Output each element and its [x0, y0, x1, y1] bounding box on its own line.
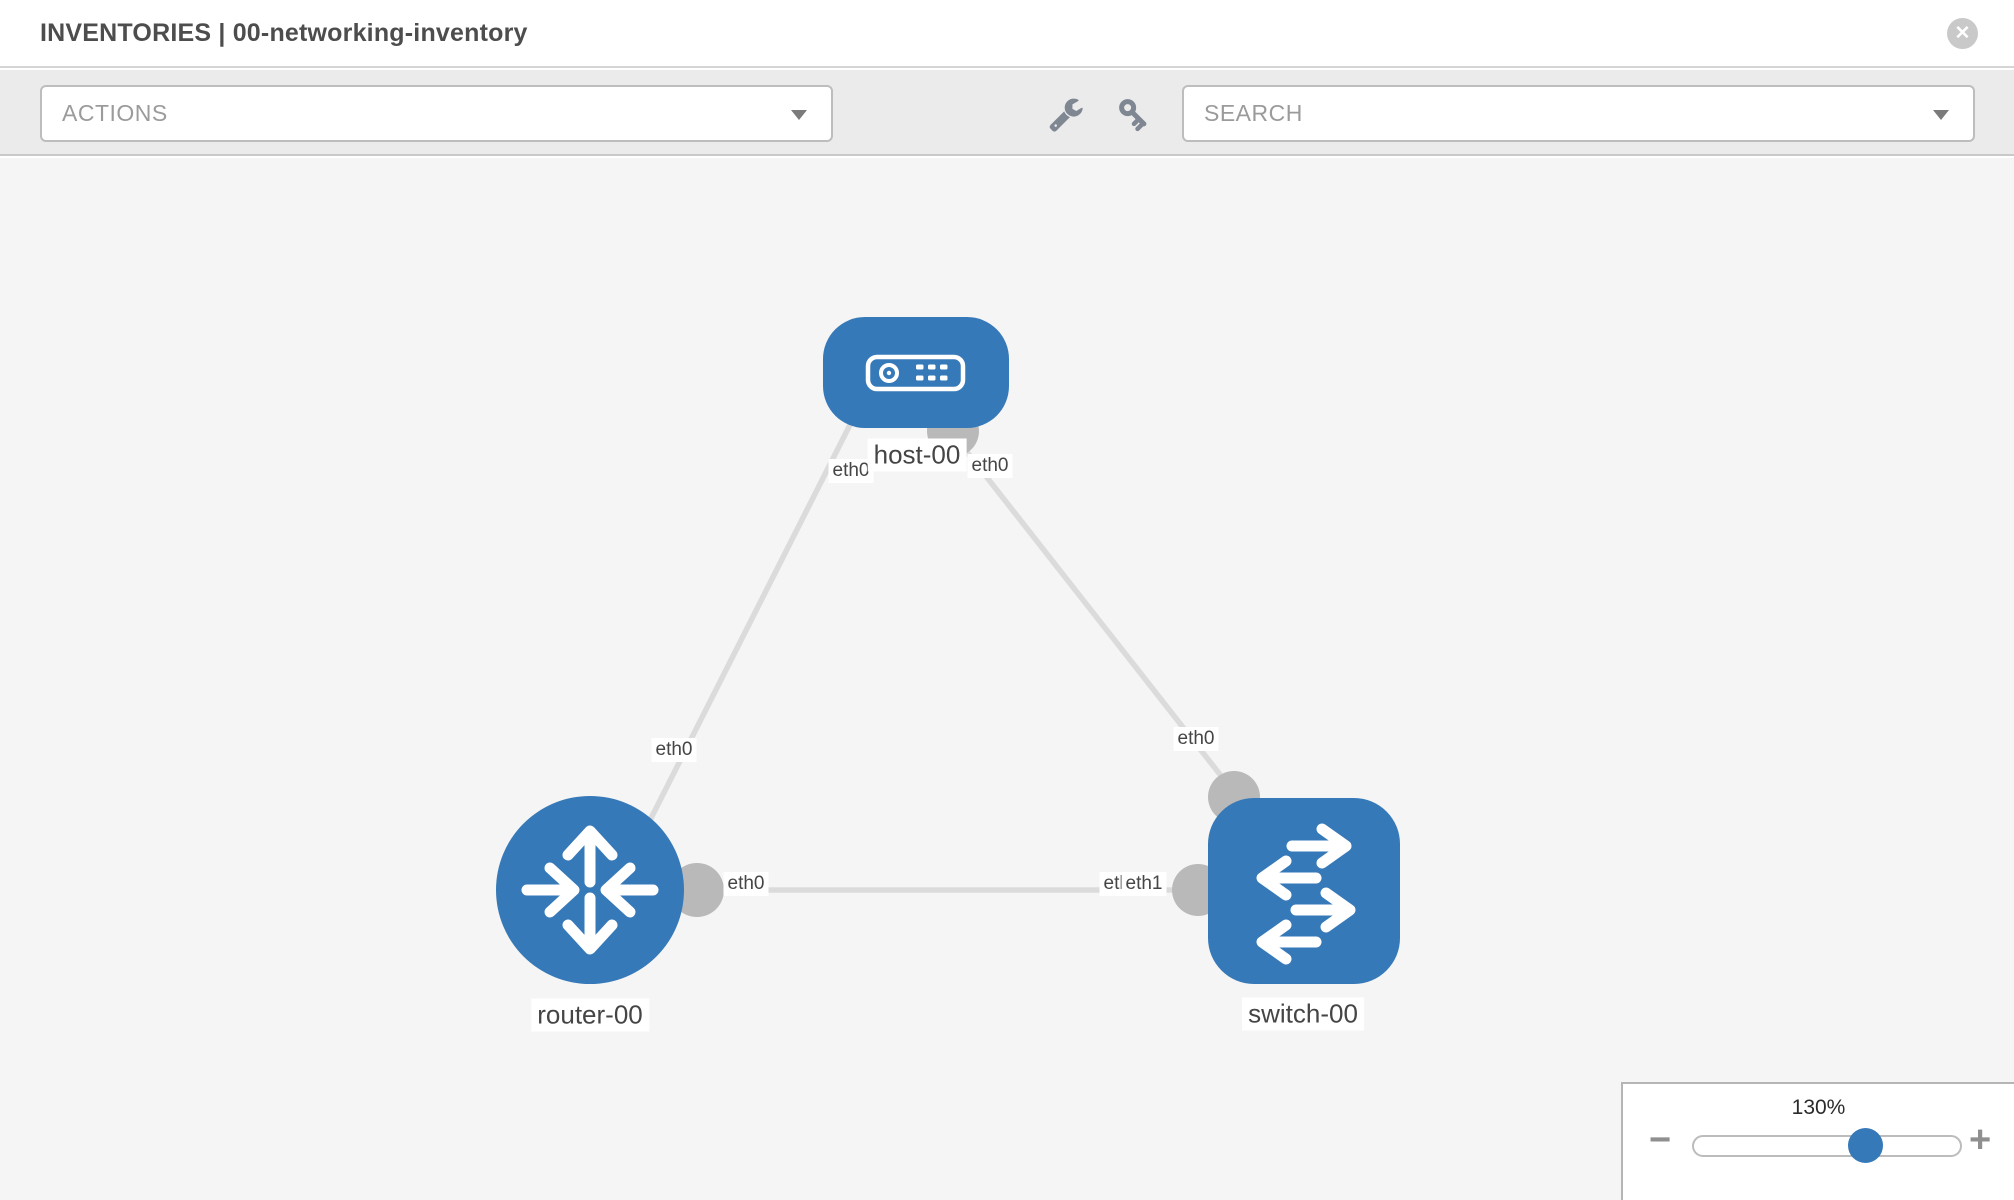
eth-label: eth1 — [1121, 872, 1167, 896]
actions-dropdown[interactable]: ACTIONS — [40, 85, 833, 142]
zoom-panel: 130% − + — [1621, 1082, 2014, 1200]
toolbar: ACTIONS SEARCH — [0, 70, 2014, 156]
switch-icon — [1256, 823, 1356, 965]
server-icon — [865, 354, 966, 392]
zoom-level-text: 130% — [1791, 1096, 1846, 1119]
eth-label: eth0 — [828, 459, 874, 483]
eth-label: eth0 — [1173, 727, 1219, 751]
link-lines — [637, 403, 1243, 893]
actions-dropdown-label: ACTIONS — [62, 100, 168, 126]
key-icon[interactable] — [1116, 96, 1152, 132]
interface-dot-router — [670, 863, 724, 917]
node-switch[interactable] — [1208, 798, 1400, 984]
close-icon[interactable]: ✕ — [1947, 18, 1978, 49]
zoom-out-button[interactable]: − — [1649, 1119, 1672, 1161]
search-dropdown[interactable]: SEARCH — [1182, 85, 1975, 142]
chevron-down-icon — [1933, 110, 1949, 120]
interface-dots — [670, 405, 1260, 917]
link-router-host[interactable] — [637, 403, 863, 842]
zoom-slider-knob[interactable] — [1848, 1128, 1883, 1163]
page-title: INVENTORIES | 00-networking-inventory — [40, 19, 528, 47]
topology-canvas[interactable]: host-00 router-00 switch-00 eth0 eth0 et… — [0, 158, 2014, 1200]
node-label-host: host-00 — [867, 438, 967, 472]
node-host[interactable] — [823, 317, 1009, 428]
header-bar: INVENTORIES | 00-networking-inventory ✕ — [0, 0, 2014, 68]
eth-label: eth0 — [723, 872, 769, 896]
search-placeholder: SEARCH — [1204, 100, 1303, 126]
node-router[interactable] — [496, 796, 684, 984]
wrench-icon-svg — [1049, 98, 1083, 132]
key-icon-svg — [1119, 99, 1147, 132]
node-label-router: router-00 — [531, 998, 649, 1032]
topology-svg — [496, 317, 1400, 984]
router-icon — [521, 825, 659, 955]
chevron-down-icon — [791, 110, 807, 120]
eth-label: eth0 — [967, 454, 1013, 478]
node-label-switch: switch-00 — [1242, 997, 1364, 1031]
zoom-slider-track[interactable] — [1692, 1128, 1962, 1163]
eth-label: eth0 — [651, 738, 697, 762]
wrench-icon[interactable] — [1048, 96, 1084, 132]
zoom-in-button[interactable]: + — [1969, 1119, 1992, 1161]
